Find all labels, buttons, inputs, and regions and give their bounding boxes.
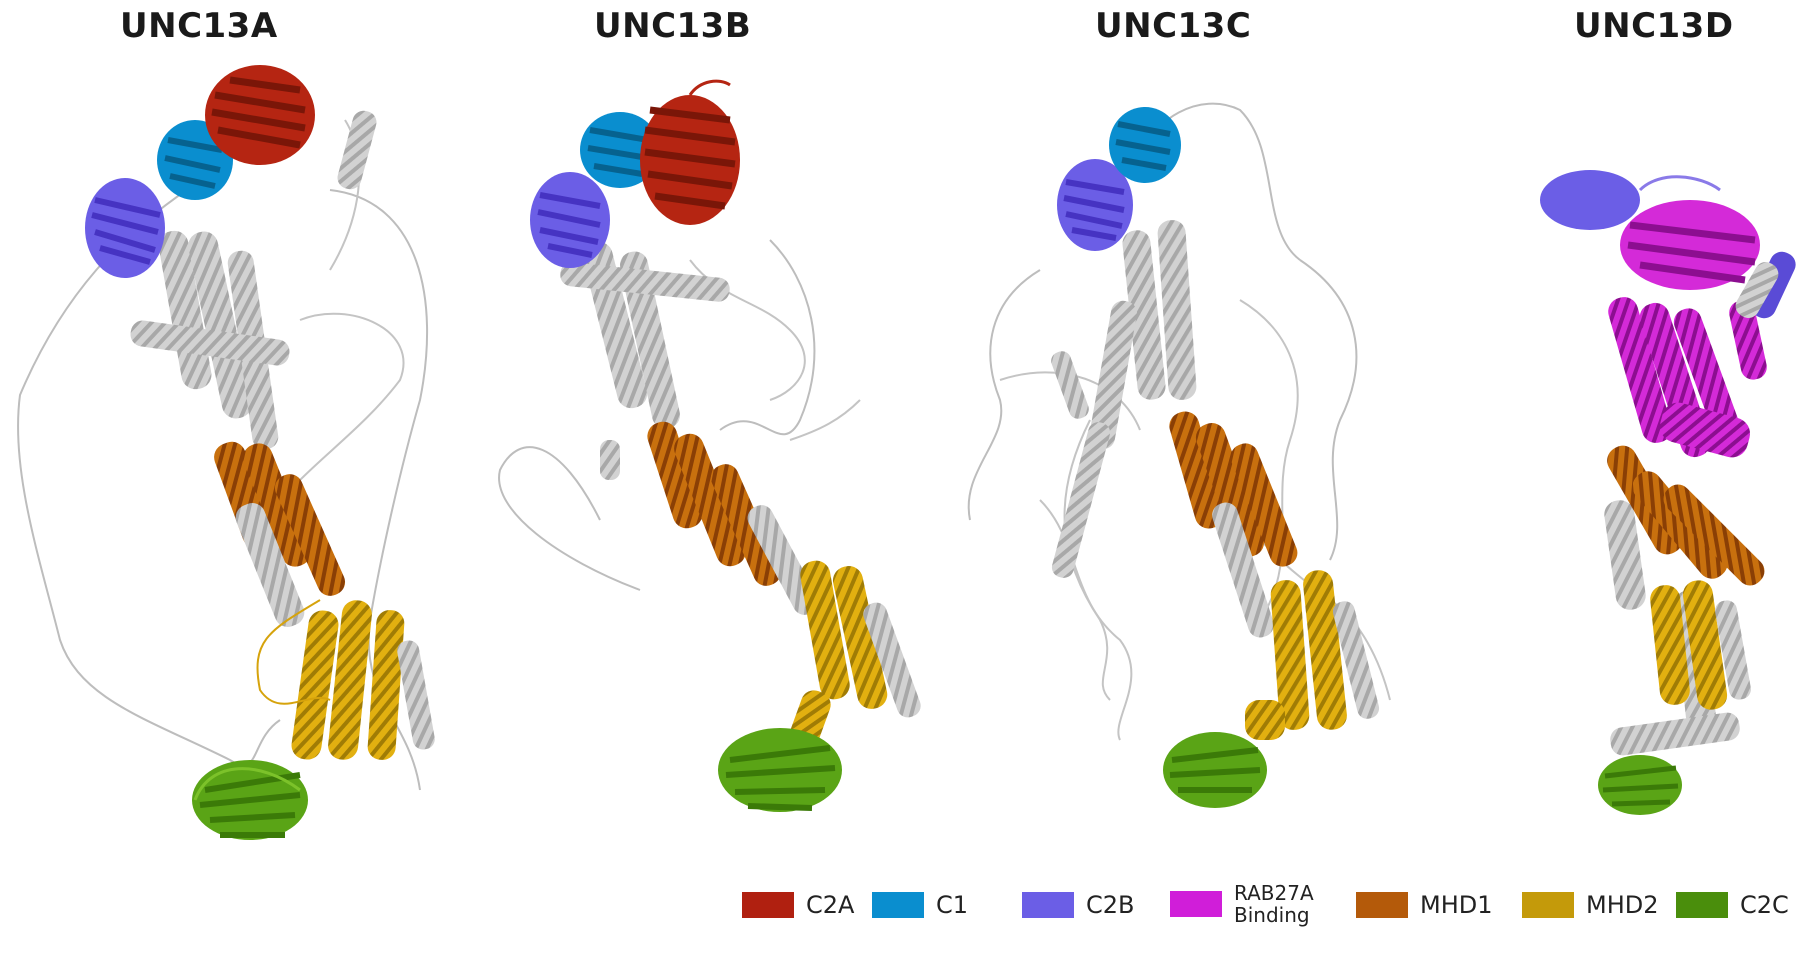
legend-label-c1: C1 <box>936 891 969 919</box>
c2c-domain <box>1163 732 1267 808</box>
mhd1-domain <box>1169 411 1298 638</box>
mhd1-domain <box>647 421 819 615</box>
title-unc13a: UNC13A <box>120 6 278 46</box>
mhd2-domain <box>256 599 435 760</box>
legend-item-c1: C1 <box>872 892 968 918</box>
mhd1-domain <box>214 441 346 627</box>
legend-item-c2a: C2A <box>742 892 854 918</box>
title-unc13c: UNC13C <box>1095 6 1252 46</box>
legend-item-mhd1: MHD1 <box>1356 892 1493 918</box>
c2b-domain <box>1057 159 1133 251</box>
legend-label-rab27a-binding: RAB27A Binding <box>1234 881 1314 927</box>
legend-item-mhd2: MHD2 <box>1522 892 1659 918</box>
legend-label-mhd2: MHD2 <box>1586 891 1659 919</box>
coil-helix-bundle <box>130 110 377 450</box>
mhd2-domain <box>789 560 921 750</box>
mhd1-domain <box>1607 445 1765 586</box>
legend-swatch-c1 <box>872 892 924 918</box>
legend-swatch-mhd2 <box>1522 892 1574 918</box>
structure-unc13a <box>17 65 435 840</box>
legend-item-c2b: C2B <box>1022 892 1135 918</box>
legend-item-c2c: C2C <box>1676 892 1789 918</box>
legend-swatch-mhd1 <box>1356 892 1408 918</box>
structure-unc13b <box>498 79 921 812</box>
c2c-domain <box>718 728 842 812</box>
legend-label-mhd1: MHD1 <box>1420 891 1493 919</box>
legend-label-c2b: C2B <box>1086 891 1135 919</box>
c2c-domain <box>192 760 308 840</box>
legend-item-rab27a-binding: RAB27A Binding <box>1170 882 1324 926</box>
coil-helix-bundle <box>1051 220 1197 578</box>
c2a-domain <box>205 65 315 165</box>
protein-structures-figure <box>17 65 1796 840</box>
c1-domain <box>1109 107 1181 183</box>
structure-unc13c <box>967 102 1391 808</box>
title-unc13b: UNC13B <box>594 6 752 46</box>
legend-swatch-c2a <box>742 892 794 918</box>
c2b-domain <box>530 172 610 268</box>
c1-domain <box>580 112 660 188</box>
structure-unc13d <box>1540 170 1796 815</box>
c2a-domain <box>640 79 740 225</box>
c2b-domain <box>85 178 165 278</box>
domain-legend: C2A C1 C2B RAB27A Binding MHD1 MHD2 C2C <box>742 882 1792 952</box>
c2c-domain <box>1598 755 1682 815</box>
legend-swatch-c2c <box>1676 892 1728 918</box>
disordered-loop <box>299 312 405 481</box>
legend-label-c2c: C2C <box>1740 891 1789 919</box>
legend-label-c2a: C2A <box>806 891 855 919</box>
title-unc13d: UNC13D <box>1574 6 1734 46</box>
rab27a-binding-domain <box>1608 200 1767 458</box>
coil-helix-bundle <box>560 241 730 480</box>
legend-swatch-c2b <box>1022 892 1074 918</box>
mhd2-domain <box>1650 580 1751 710</box>
legend-swatch-rab27a-binding <box>1170 891 1222 917</box>
mhd2-domain <box>1245 570 1380 740</box>
